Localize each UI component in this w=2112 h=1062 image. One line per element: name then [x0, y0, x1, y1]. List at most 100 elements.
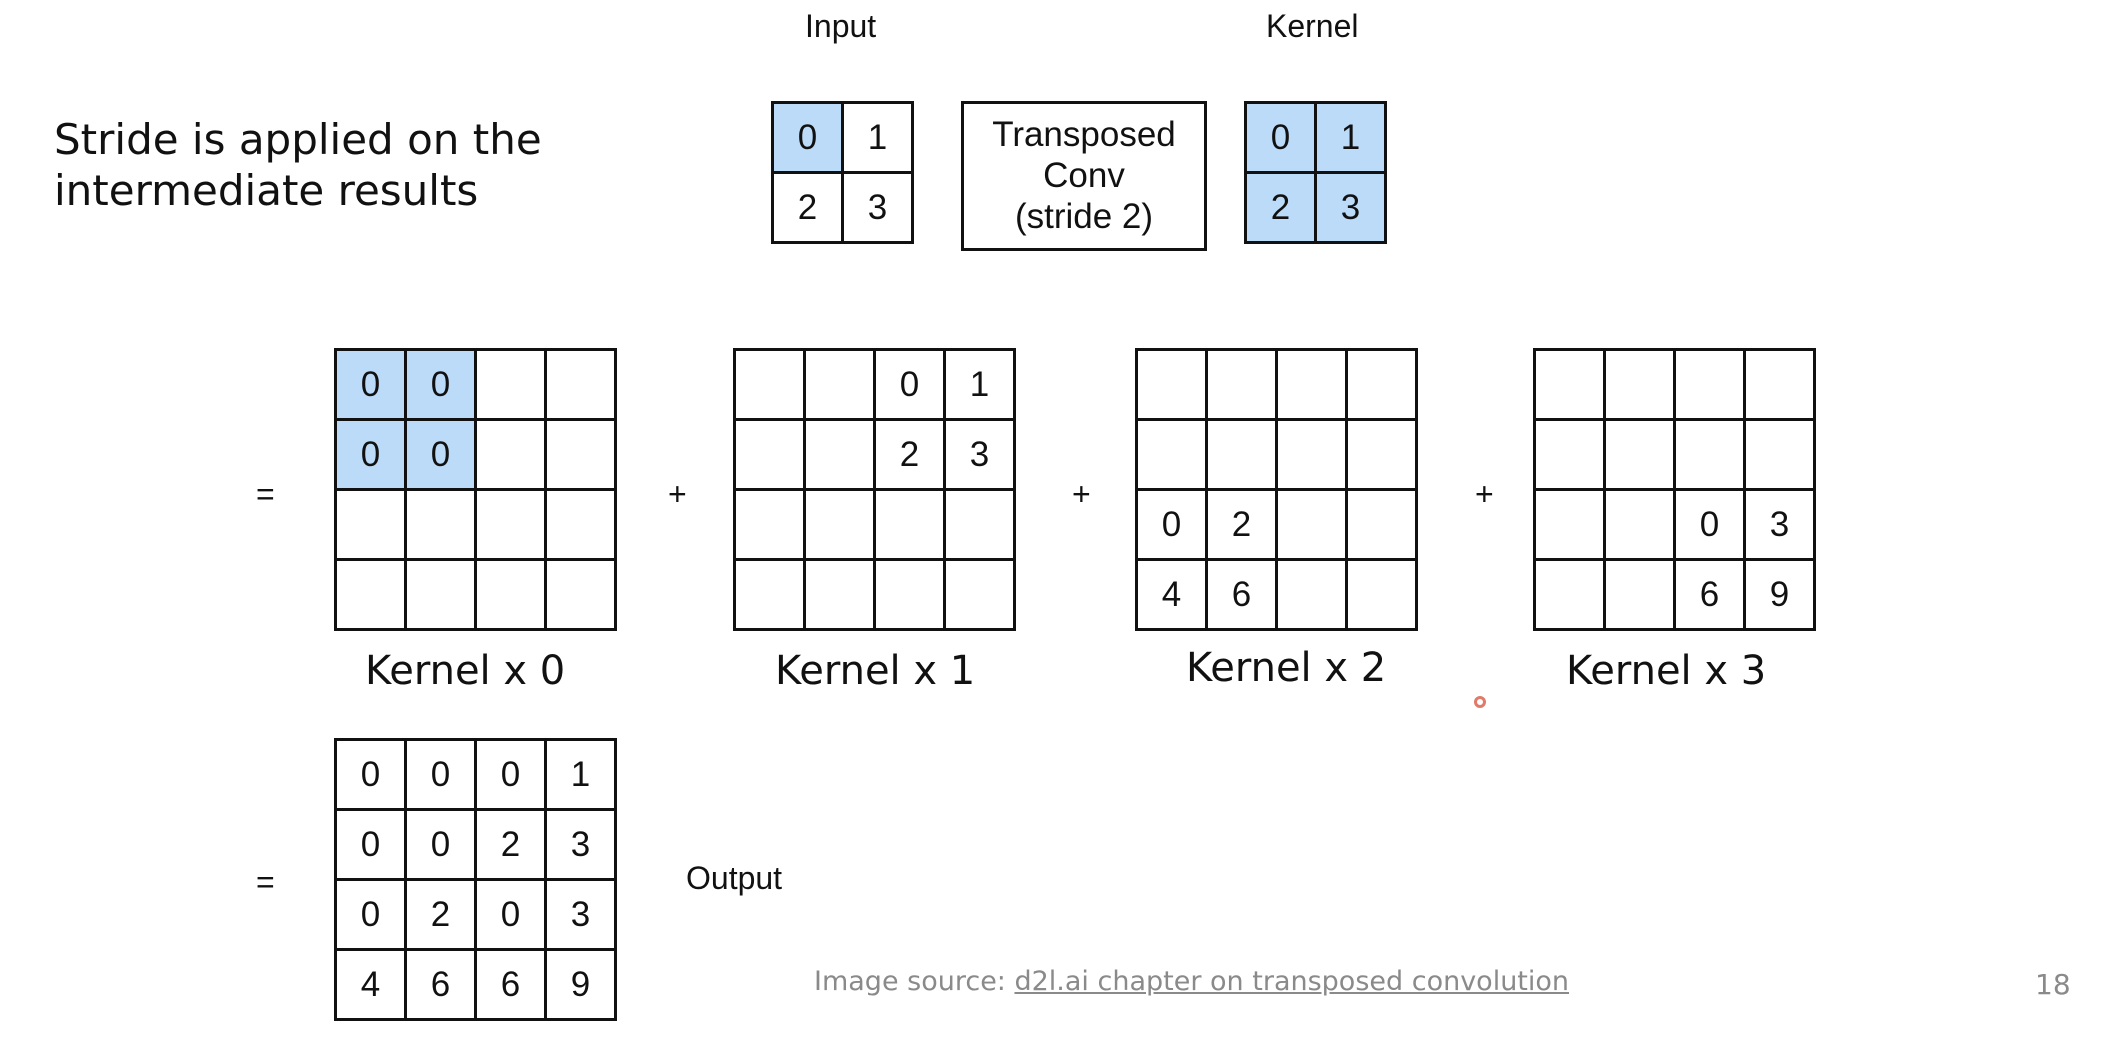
image-source-link[interactable]: d2l.ai chapter on transposed convolution — [1014, 966, 1570, 997]
slide-title-line-2: intermediate results — [54, 166, 479, 215]
grid-cell — [1743, 418, 1816, 491]
grid-cell: 0 — [334, 418, 407, 491]
output-cell: 9 — [544, 948, 617, 1021]
slide-title: Stride is applied on the intermediate re… — [54, 114, 542, 216]
kernel-label: Kernel — [1266, 8, 1359, 44]
grid-cell — [474, 348, 547, 421]
grid-cell — [1275, 418, 1348, 491]
input-cell: 1 — [841, 101, 914, 174]
input-cell: 0 — [771, 101, 844, 174]
conv-line-3: (stride 2) — [1014, 197, 1154, 236]
grid-cell — [733, 558, 806, 631]
output-cell: 0 — [334, 738, 407, 811]
output-cell: 2 — [474, 808, 547, 881]
grid-cell — [943, 558, 1016, 631]
grid-cell — [803, 418, 876, 491]
image-source: Image source: d2l.ai chapter on transpos… — [814, 966, 1569, 997]
output-label: Output — [686, 860, 783, 896]
conv-line-2: Conv — [1043, 156, 1125, 195]
input-cell: 2 — [771, 171, 844, 244]
caption-kernel-x2: Kernel x 2 — [1186, 645, 1387, 691]
grid-cell — [733, 418, 806, 491]
grid-cell — [474, 488, 547, 561]
grid-cell: 9 — [1743, 558, 1816, 631]
grid-cell — [1275, 488, 1348, 561]
grid-cell — [1533, 488, 1606, 561]
kernel-cell: 1 — [1314, 101, 1387, 174]
kernel-cell: 3 — [1314, 171, 1387, 244]
grid-cell — [1603, 488, 1676, 561]
plus-sign: + — [1072, 476, 1091, 512]
pointer-dot — [1474, 696, 1486, 708]
grid-cell: 6 — [1673, 558, 1746, 631]
grid-cell — [1345, 348, 1418, 421]
grid-cell — [404, 488, 477, 561]
output-cell: 0 — [404, 808, 477, 881]
grid-cell — [1205, 418, 1278, 491]
input-label: Input — [805, 8, 877, 44]
grid-cell — [1275, 558, 1348, 631]
grid-cell: 0 — [1673, 488, 1746, 561]
output-cell: 6 — [404, 948, 477, 1021]
output-cell: 0 — [334, 878, 407, 951]
equals-sign: = — [256, 476, 275, 512]
grid-cell — [1533, 348, 1606, 421]
transposed-conv-box: Transposed Conv (stride 2) — [961, 101, 1207, 251]
grid-cell: 0 — [334, 348, 407, 421]
grid-cell: 0 — [404, 348, 477, 421]
grid-cell — [1345, 418, 1418, 491]
page-number: 18 — [2035, 968, 2071, 1001]
image-source-prefix: Image source: — [814, 966, 1015, 997]
grid-cell — [544, 348, 617, 421]
conv-line-1: Transposed — [992, 115, 1176, 154]
grid-cell — [334, 558, 407, 631]
grid-cell — [943, 488, 1016, 561]
slide-title-line-1: Stride is applied on the — [54, 115, 542, 164]
grid-cell — [1533, 558, 1606, 631]
grid-cell — [334, 488, 407, 561]
grid-cell: 2 — [873, 418, 946, 491]
grid-cell — [1743, 348, 1816, 421]
grid-cell — [803, 348, 876, 421]
grid-cell — [404, 558, 477, 631]
output-cell: 6 — [474, 948, 547, 1021]
grid-cell — [1275, 348, 1348, 421]
grid-cell — [803, 488, 876, 561]
grid-cell — [544, 558, 617, 631]
grid-cell: 0 — [404, 418, 477, 491]
output-cell: 1 — [544, 738, 617, 811]
grid-cell — [1345, 558, 1418, 631]
output-cell: 0 — [474, 738, 547, 811]
grid-cell — [733, 488, 806, 561]
grid-cell: 0 — [873, 348, 946, 421]
output-cell: 0 — [474, 878, 547, 951]
caption-kernel-x0: Kernel x 0 — [365, 648, 566, 694]
grid-cell — [1603, 418, 1676, 491]
plus-sign: + — [668, 476, 687, 512]
kernel-cell: 0 — [1244, 101, 1317, 174]
kernel-cell: 2 — [1244, 171, 1317, 244]
grid-cell — [544, 418, 617, 491]
grid-cell: 4 — [1135, 558, 1208, 631]
grid-cell: 1 — [943, 348, 1016, 421]
grid-cell: 3 — [1743, 488, 1816, 561]
output-cell: 3 — [544, 878, 617, 951]
output-cell: 4 — [334, 948, 407, 1021]
output-cell: 2 — [404, 878, 477, 951]
grid-cell — [544, 488, 617, 561]
output-cell: 0 — [334, 808, 407, 881]
grid-cell: 0 — [1135, 488, 1208, 561]
grid-cell — [1533, 418, 1606, 491]
caption-kernel-x3: Kernel x 3 — [1566, 648, 1767, 694]
output-cell: 0 — [404, 738, 477, 811]
grid-cell — [474, 418, 547, 491]
grid-cell — [873, 488, 946, 561]
grid-cell — [474, 558, 547, 631]
grid-cell — [1205, 348, 1278, 421]
grid-cell — [803, 558, 876, 631]
grid-cell — [1345, 488, 1418, 561]
